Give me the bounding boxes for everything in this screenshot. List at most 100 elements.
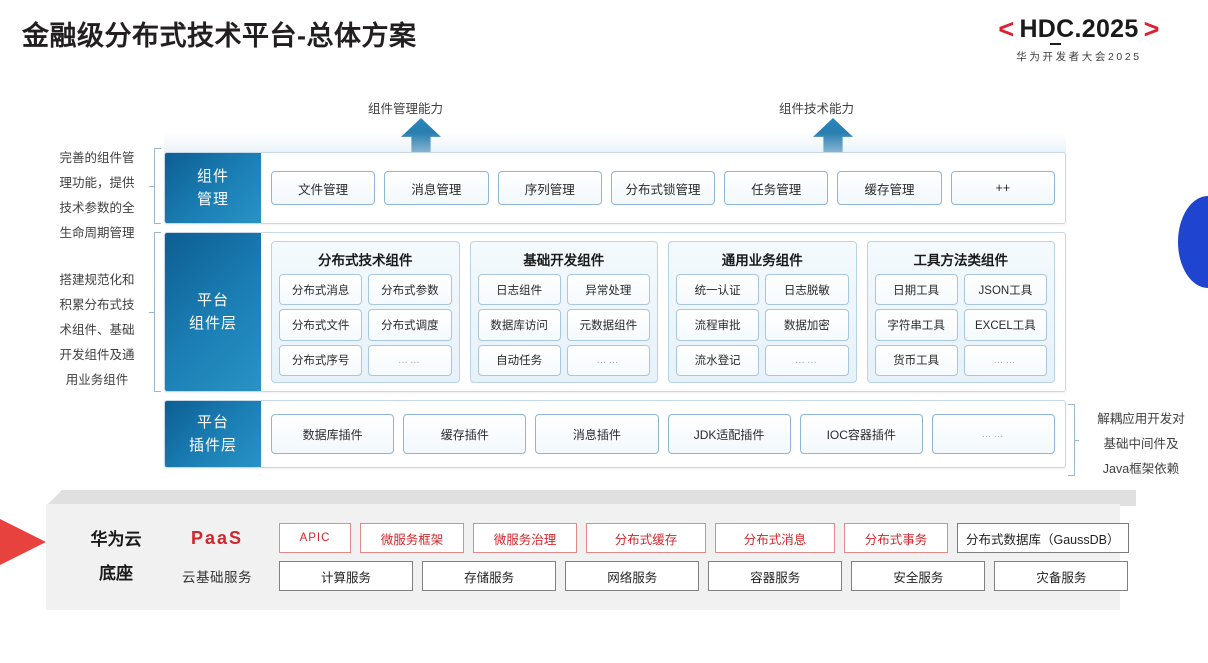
plugin-database[interactable]: 数据库插件 [271, 414, 395, 454]
layer-label-line2: 插件层 [188, 437, 237, 454]
bracket-left-top [154, 148, 161, 224]
cell-distributed-file[interactable]: 分布式文件 [279, 309, 363, 341]
paas-item-distributed-cache[interactable]: 分布式缓存 [586, 523, 706, 553]
cell-date-tool[interactable]: 日期工具 [874, 274, 958, 306]
base-item-disaster-recovery-service[interactable]: 灾备服务 [994, 561, 1129, 591]
plugin-ioc-container[interactable]: IOC容器插件 [799, 414, 923, 454]
arrow-label-component-management: 组件管理能力 [368, 102, 444, 116]
paas-rows: PaaS APIC 微服务框架 微服务治理 分布式缓存 分布式消息 分布式事务 … [164, 523, 1129, 591]
plugin-more-ellipsis[interactable]: …… [931, 414, 1056, 454]
cloud-base-row-label: 云基础服务 [182, 570, 252, 585]
cloud-base-service-row: 云基础服务 计算服务 存储服务 网络服务 容器服务 安全服务 灾备服务 [164, 561, 1129, 591]
hdc-logo: < HDC.2025 > 华为开发者大会2025 [964, 14, 1194, 64]
paas-item-apic[interactable]: APIC [279, 523, 351, 553]
plugin-jdk-adapter[interactable]: JDK适配插件 [667, 414, 791, 454]
chip-distributed-lock-management[interactable]: 分布式锁管理 [610, 171, 716, 205]
base-item-container-service[interactable]: 容器服务 [708, 561, 843, 591]
layer-label-line2: 组件层 [188, 315, 237, 332]
layer-body-component-management: 文件管理 消息管理 序列管理 分布式锁管理 任务管理 缓存管理 ++ [261, 153, 1065, 223]
cell-more-ellipsis[interactable]: …… [368, 344, 452, 376]
hdc-logo-subtitle: 华为开发者大会2025 [1016, 51, 1142, 63]
note-left-top: 完善的组件管 理功能，提供 技术参数的全 生命周期管理 [59, 151, 135, 240]
cell-string-tool[interactable]: 字符串工具 [874, 309, 958, 341]
layer-label-line1: 组件 [196, 168, 229, 185]
chip-file-management[interactable]: 文件管理 [271, 171, 376, 205]
group-title: 通用业务组件 [721, 253, 803, 268]
cell-unified-auth[interactable]: 统一认证 [676, 274, 760, 306]
cell-more-ellipsis[interactable]: …… [566, 344, 650, 376]
note-left-bottom: 搭建规范化和 积累分布式技 术组件、基础 开发组件及通 用业务组件 [59, 273, 135, 387]
right-angle-bracket-icon: > [1143, 14, 1160, 44]
base-item-storage-service[interactable]: 存储服务 [422, 561, 557, 591]
layer-platform-plugin: 平台 插件层 数据库插件 缓存插件 消息插件 JDK适配插件 IOC容器插件 …… [164, 400, 1066, 468]
cell-distributed-message[interactable]: 分布式消息 [279, 274, 363, 306]
base-item-compute-service[interactable]: 计算服务 [279, 561, 414, 591]
cell-data-encryption[interactable]: 数据加密 [765, 309, 849, 341]
cell-json-tool[interactable]: JSON工具 [963, 274, 1047, 306]
group-title: 分布式技术组件 [318, 253, 413, 268]
chip-cache-management[interactable]: 缓存管理 [837, 171, 942, 205]
layer-label-platform-component: 平台 组件层 [165, 233, 261, 391]
cell-more-ellipsis[interactable]: …… [765, 344, 849, 376]
chip-task-management[interactable]: 任务管理 [724, 171, 829, 205]
cell-exception-handling[interactable]: 异常处理 [566, 274, 650, 306]
group-basic-dev-components: 基础开发组件 日志组件 异常处理 数据库访问 元数据组件 自动任务 …… [469, 241, 658, 383]
paas-top-bevel [46, 490, 1136, 506]
paas-item-distributed-database-gaussdb[interactable]: 分布式数据库（GaussDB） [957, 523, 1129, 553]
base-item-security-service[interactable]: 安全服务 [851, 561, 986, 591]
paas-item-distributed-transaction[interactable]: 分布式事务 [844, 523, 948, 553]
group-grid: 分布式消息 分布式参数 分布式文件 分布式调度 分布式序号 …… [279, 274, 452, 376]
bracket-left-bottom [154, 232, 161, 392]
plugin-message[interactable]: 消息插件 [535, 414, 659, 454]
bracket-tick-right [1074, 440, 1079, 441]
layer-label-line1: 平台 [196, 414, 229, 431]
paas-item-microservice-governance[interactable]: 微服务治理 [473, 523, 577, 553]
cell-currency-tool[interactable]: 货币工具 [874, 344, 958, 376]
layer-label-component-management: 组件 管理 [165, 153, 261, 223]
group-grid: 日期工具 JSON工具 字符串工具 EXCEL工具 货币工具 …… [874, 274, 1047, 376]
page-title: 金融级分布式技术平台-总体方案 [22, 21, 417, 51]
paas-panel: 华为云 底座 PaaS APIC 微服务框架 微服务治理 分布式缓存 分布式消息… [46, 504, 1129, 610]
blue-lens-decoration [1178, 196, 1208, 288]
group-tool-method-components: 工具方法类组件 日期工具 JSON工具 字符串工具 EXCEL工具 货币工具 …… [866, 241, 1055, 383]
cell-auto-task[interactable]: 自动任务 [477, 344, 561, 376]
layer-platform-component: 平台 组件层 分布式技术组件 分布式消息 分布式参数 分布式文件 分布式调度 分… [164, 232, 1066, 392]
plugin-cache[interactable]: 缓存插件 [403, 414, 527, 454]
chip-message-management[interactable]: 消息管理 [384, 171, 489, 205]
bracket-tick-left-top [149, 186, 154, 187]
group-title: 基础开发组件 [523, 253, 605, 268]
group-distributed-tech-components: 分布式技术组件 分布式消息 分布式参数 分布式文件 分布式调度 分布式序号 …… [271, 241, 460, 383]
layer-body-platform-plugin: 数据库插件 缓存插件 消息插件 JDK适配插件 IOC容器插件 …… [261, 401, 1065, 467]
cell-distributed-schedule[interactable]: 分布式调度 [368, 309, 452, 341]
chip-add-more[interactable]: ++ [950, 171, 1055, 205]
cell-distributed-sequence[interactable]: 分布式序号 [279, 344, 363, 376]
layer-label-platform-plugin: 平台 插件层 [165, 401, 261, 467]
hdc-underline-accent [1050, 43, 1062, 45]
paas-brand-label: 华为云 底座 [68, 523, 164, 591]
paas-item-distributed-message[interactable]: 分布式消息 [715, 523, 835, 553]
note-right: 解耦应用开发对 基础中间件及 Java框架依赖 [1097, 412, 1185, 476]
base-item-network-service[interactable]: 网络服务 [565, 561, 700, 591]
cell-distributed-parameter[interactable]: 分布式参数 [368, 274, 452, 306]
paas-row-label: PaaS [190, 527, 244, 548]
paas-service-row: PaaS APIC 微服务框架 微服务治理 分布式缓存 分布式消息 分布式事务 … [164, 523, 1129, 553]
cell-more-ellipsis[interactable]: …… [963, 344, 1047, 376]
group-title: 工具方法类组件 [913, 253, 1009, 268]
chip-sequence-management[interactable]: 序列管理 [497, 171, 602, 205]
huawei-cloud-base-section: 华为云 底座 PaaS APIC 微服务框架 微服务治理 分布式缓存 分布式消息… [46, 490, 1136, 615]
cell-log-masking[interactable]: 日志脱敏 [765, 274, 849, 306]
paas-content: 华为云 底座 PaaS APIC 微服务框架 微服务治理 分布式缓存 分布式消息… [46, 504, 1129, 610]
cell-transaction-register[interactable]: 流水登记 [676, 344, 760, 376]
cell-metadata-component[interactable]: 元数据组件 [566, 309, 650, 341]
cell-process-approval[interactable]: 流程审批 [676, 309, 760, 341]
paas-brand-line1: 华为云 [90, 530, 142, 549]
hdc-logo-text: HDC.2025 [1019, 15, 1139, 45]
arrow-label-component-technology: 组件技术能力 [779, 102, 855, 116]
cell-excel-tool[interactable]: EXCEL工具 [963, 309, 1047, 341]
layer-label-line1: 平台 [196, 292, 229, 309]
cell-database-access[interactable]: 数据库访问 [477, 309, 561, 341]
paas-item-microservice-framework[interactable]: 微服务框架 [360, 523, 464, 553]
layer-component-management: 组件 管理 文件管理 消息管理 序列管理 分布式锁管理 任务管理 缓存管理 ++ [164, 152, 1066, 224]
cell-log-component[interactable]: 日志组件 [477, 274, 561, 306]
